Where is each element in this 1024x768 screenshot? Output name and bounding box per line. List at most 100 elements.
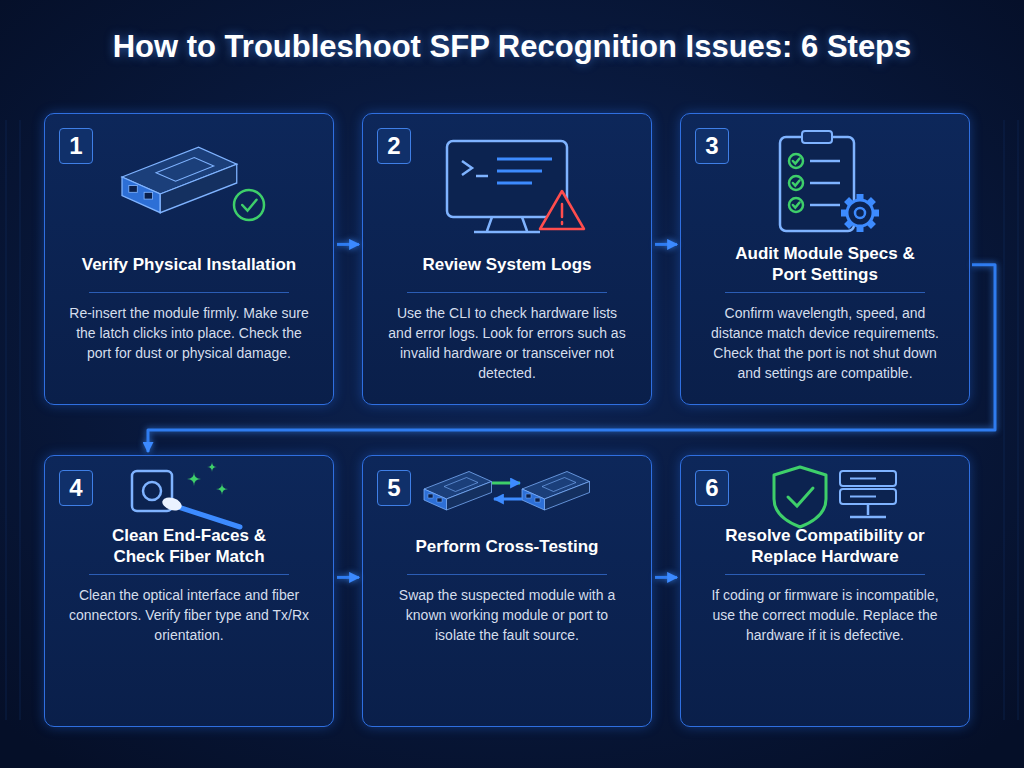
module-label	[542, 478, 576, 492]
check-circle	[789, 154, 803, 168]
step-card: Resolve Compatibility or Replace Hardwar…	[680, 455, 970, 727]
checklist-line	[810, 160, 840, 163]
step-heading: Verify Physical Installation	[82, 242, 296, 286]
clipboard-clip	[802, 131, 832, 143]
separator-line	[725, 292, 925, 293]
port-hole	[129, 186, 138, 193]
step-heading: Perform Cross-Testing	[416, 524, 599, 568]
shield	[774, 467, 826, 527]
step-heading: Review System Logs	[422, 242, 591, 286]
step-card: Verify Physical InstallationRe-insert th…	[44, 113, 334, 405]
step-description: Re-insert the module firmly. Make sure t…	[67, 303, 311, 363]
step-description: If coding or firmware is incompatible, u…	[703, 585, 947, 645]
module-front	[122, 177, 160, 213]
card-fill	[44, 455, 334, 727]
gear	[841, 194, 879, 232]
warning-mark	[561, 204, 564, 224]
flow-arrow	[655, 576, 677, 579]
check-circle	[789, 198, 803, 212]
module-side	[447, 482, 492, 511]
port-ferrule	[143, 482, 161, 500]
separator-line	[725, 574, 925, 575]
step-number-badge: 2	[377, 128, 411, 164]
port-hole	[428, 494, 433, 498]
shield-check	[788, 488, 813, 506]
server-slot	[850, 496, 876, 498]
card-fill	[362, 455, 652, 727]
server-unit	[840, 489, 896, 504]
check-mark	[793, 203, 800, 208]
log-lines	[497, 159, 552, 183]
module-side	[545, 482, 590, 511]
step-number: 6	[705, 474, 718, 502]
step-number-badge: 5	[377, 470, 411, 506]
step-number-badge: 4	[59, 470, 93, 506]
step-icon	[424, 472, 590, 511]
step-card: Perform Cross-TestingSwap the suspected …	[362, 455, 652, 727]
step-icon	[447, 141, 584, 232]
port-hole	[526, 494, 531, 498]
server-rack-texture	[6, 120, 1018, 720]
step-number: 2	[387, 132, 400, 160]
swap-arrow-left	[494, 498, 522, 501]
sparkle	[216, 483, 228, 495]
check-mark	[793, 181, 800, 186]
step-icon	[132, 462, 240, 527]
step-icon	[780, 131, 879, 232]
card-fill	[44, 113, 334, 405]
step-icon	[774, 467, 896, 527]
step-number-badge: 6	[695, 470, 729, 506]
card-fill	[680, 113, 970, 405]
server-stand	[850, 504, 886, 517]
sfp-module	[424, 472, 492, 511]
step-number: 3	[705, 132, 718, 160]
module-label	[156, 157, 214, 181]
flow-arrow	[655, 243, 677, 246]
step-number-badge: 1	[59, 128, 93, 164]
module-front	[424, 489, 447, 510]
card-fill	[680, 455, 970, 727]
cleaning-stick	[172, 505, 240, 527]
sfp-module	[122, 147, 237, 212]
step-description: Confirm wavelength, speed, and distance …	[703, 303, 947, 383]
flow-arrow	[337, 243, 359, 246]
port-hole	[144, 192, 153, 199]
sparkle	[207, 462, 217, 472]
swap-arrow-right	[492, 482, 520, 485]
card-fills	[44, 113, 970, 727]
cleaning-swab	[161, 495, 184, 513]
step-card: Clean End-Faces & Check Fiber MatchClean…	[44, 455, 334, 727]
step-card: Review System LogsUse the CLI to check h…	[362, 113, 652, 405]
module-side	[160, 164, 237, 212]
check-mark	[242, 200, 256, 211]
step-heading: Clean End-Faces & Check Fiber Match	[89, 524, 289, 568]
checklist-line	[810, 182, 840, 185]
step-heading: Audit Module Specs & Port Settings	[723, 242, 928, 286]
gear-body	[847, 200, 873, 226]
step-number: 5	[387, 474, 400, 502]
sfp-module	[522, 472, 590, 511]
server-slot	[850, 478, 876, 480]
step-icon	[122, 147, 264, 220]
step-heading: Resolve Compatibility or Replace Hardwar…	[715, 524, 935, 568]
step-number-badge: 3	[695, 128, 729, 164]
step-description: Swap the suspected module with a known w…	[385, 585, 629, 645]
separator-line	[407, 574, 607, 575]
separator-line	[407, 292, 607, 293]
flow-arrow	[337, 576, 359, 579]
port-hole	[535, 498, 540, 502]
prompt-symbol	[462, 161, 488, 176]
monitor	[447, 141, 567, 217]
title: How to Troubleshoot SFP Recognition Issu…	[0, 28, 1024, 66]
check-mark	[793, 159, 800, 164]
clipboard	[780, 137, 854, 231]
warning-triangle	[540, 191, 584, 229]
checklist-line	[810, 204, 840, 207]
separator-line	[89, 292, 289, 293]
port-hole	[437, 498, 442, 502]
check-circle	[234, 190, 264, 220]
